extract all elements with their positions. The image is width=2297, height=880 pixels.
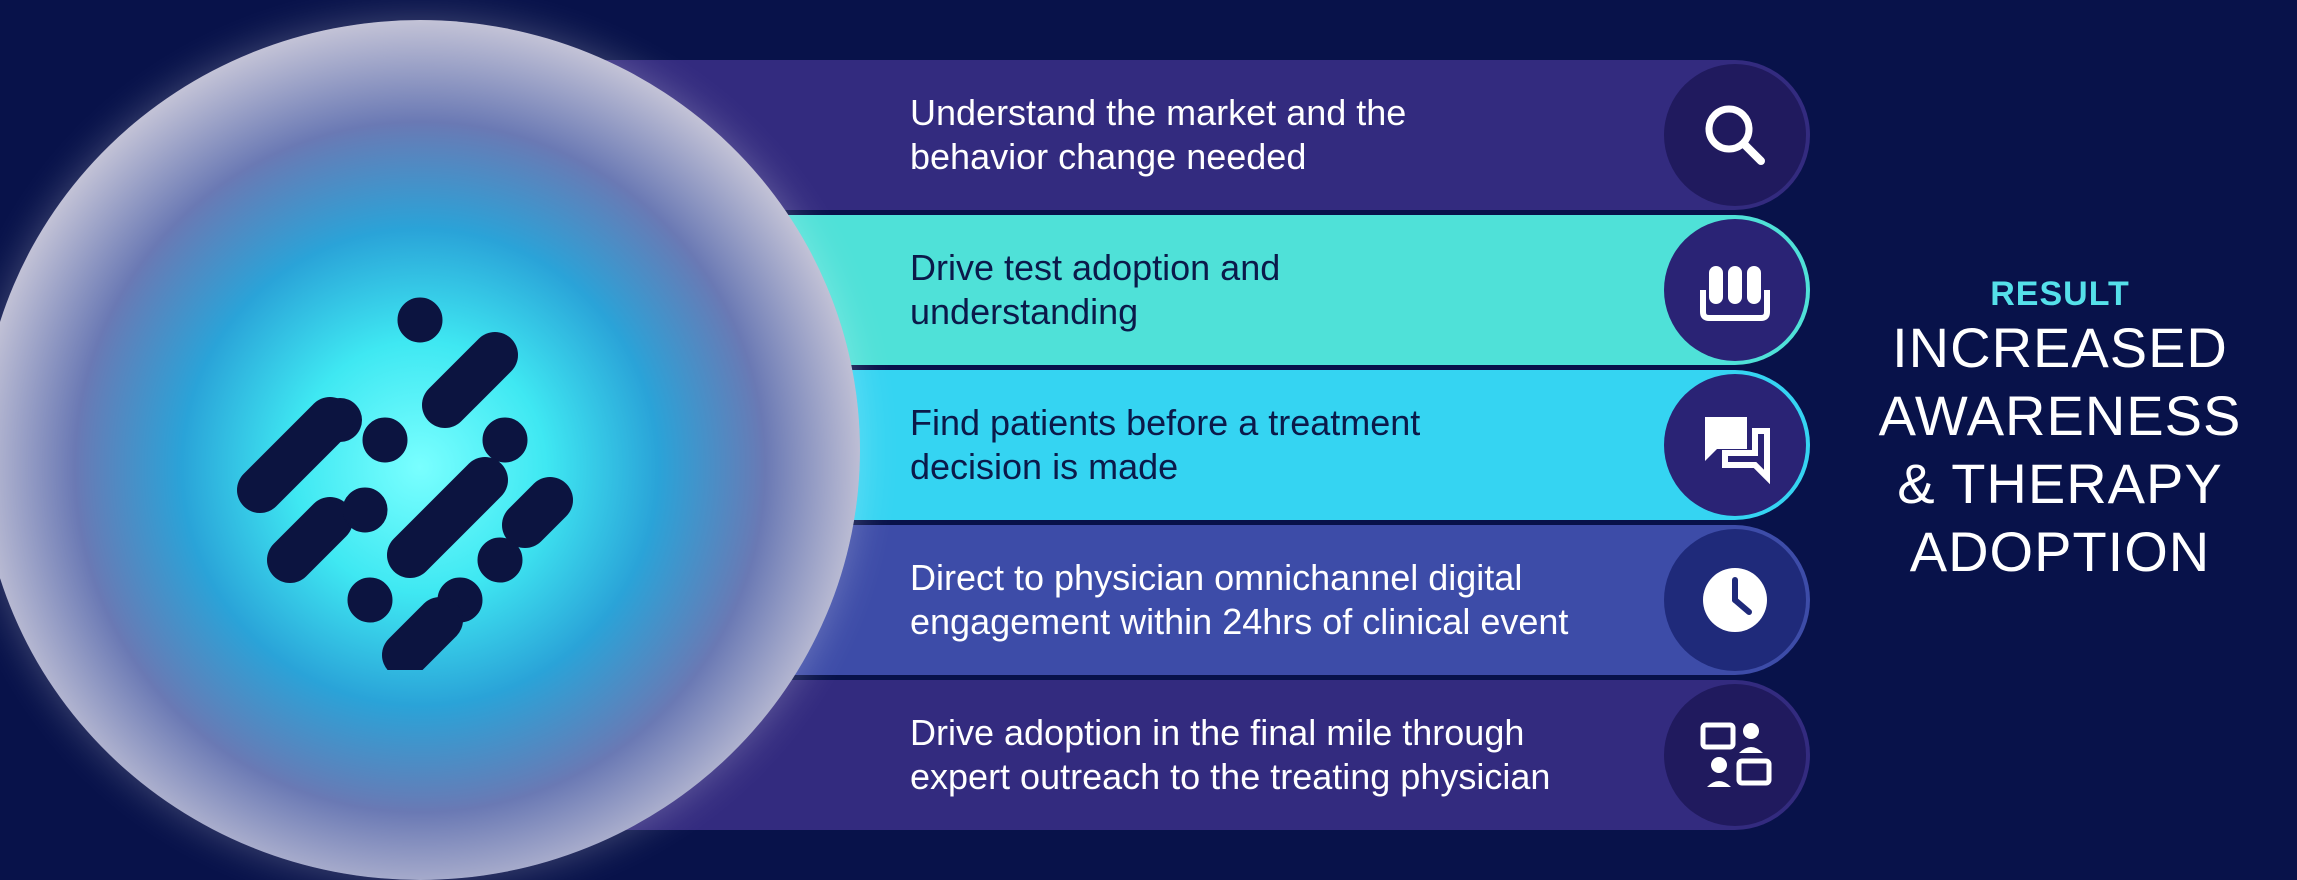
step-icon-disc <box>1664 529 1806 671</box>
step-icon-disc <box>1664 219 1806 361</box>
step-text: Direct to physician omnichannel digital … <box>910 557 1569 642</box>
result-line: INCREASED <box>1892 316 2228 379</box>
brand-logo-icon <box>237 297 573 670</box>
result-line: AWARENESS <box>1878 384 2242 447</box>
result-block: RESULT INCREASED AWARENESS & THERAPY ADO… <box>1860 275 2260 586</box>
logo-sphere <box>0 20 860 880</box>
chat-bubbles-icon <box>1703 417 1770 485</box>
step-text: Understand the market and the behavior c… <box>910 92 1407 177</box>
result-line: ADOPTION <box>1909 520 2211 583</box>
step-row-final-mile: Drive adoption in the final mile through… <box>540 680 1810 830</box>
test-tubes-icon <box>1700 266 1770 321</box>
clock-icon <box>1703 568 1767 632</box>
step-text: Drive test adoption and understanding <box>910 247 1281 332</box>
step-icon-disc <box>1664 684 1806 826</box>
result-label: RESULT <box>1990 275 2130 313</box>
step-text: Drive adoption in the final mile through… <box>910 712 1551 797</box>
step-icon-disc <box>1664 64 1806 206</box>
step-text: Find patients before a treatment decisio… <box>910 402 1421 487</box>
search-icon <box>1705 105 1765 165</box>
step-icon-disc <box>1664 374 1806 516</box>
result-line: & THERAPY <box>1897 452 2223 515</box>
people-conversation-icon <box>1700 722 1772 787</box>
